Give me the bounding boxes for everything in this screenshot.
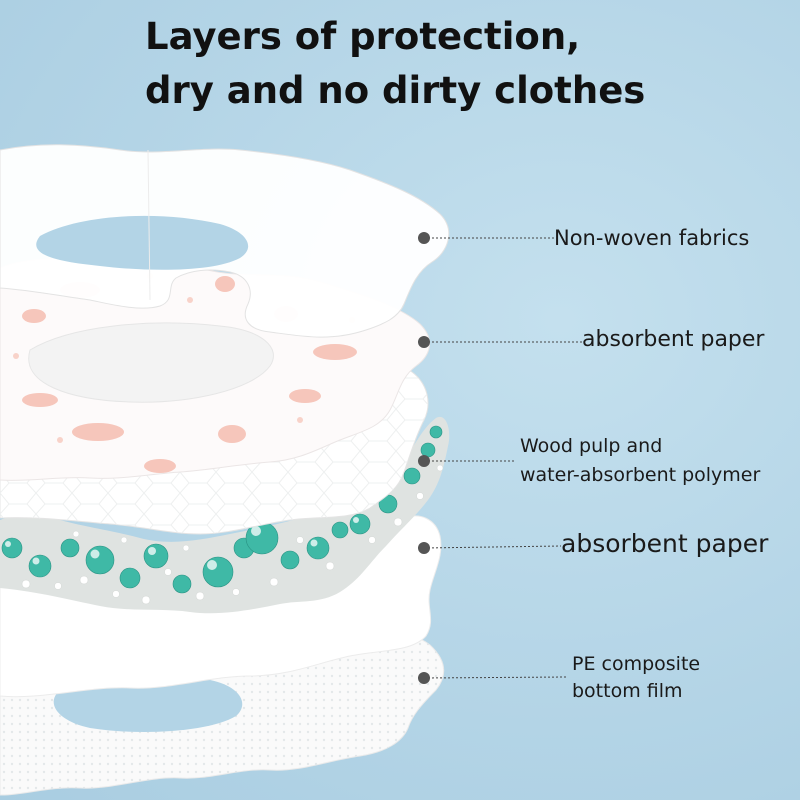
- label-non-woven-fabrics: Non-woven fabrics: [554, 226, 750, 250]
- headline-line-1: Layers of protection,: [145, 15, 581, 58]
- leader-dots: [418, 232, 430, 684]
- layer-absorbent-paper-neck-hole: [28, 322, 274, 403]
- leader-lines: [423, 237, 582, 679]
- layer-wood-pulp-polymer: [0, 416, 450, 614]
- label-absorbent-paper-lower: absorbent paper: [561, 529, 769, 558]
- label-pe-film-line-1: PE composite: [572, 653, 701, 675]
- label-wood-pulp-polymer: Wood pulp and water-absorbent polymer: [520, 432, 760, 490]
- label-pe-film-line-2: bottom film: [572, 680, 683, 702]
- headline-line-2: dry and no dirty clothes: [145, 69, 646, 112]
- label-absorbent-paper-upper: absorbent paper: [582, 327, 765, 352]
- label-wood-pulp-line-2: water-absorbent polymer: [520, 464, 761, 486]
- label-wood-pulp-line-1: Wood pulp and: [520, 435, 663, 457]
- layer-pe-film-neck-hole: [53, 675, 243, 732]
- label-pe-composite-film: PE composite bottom film: [572, 651, 700, 705]
- layer-non-woven-neck-hole: [36, 215, 249, 270]
- headline: Layers of protection, dry and no dirty c…: [145, 10, 785, 118]
